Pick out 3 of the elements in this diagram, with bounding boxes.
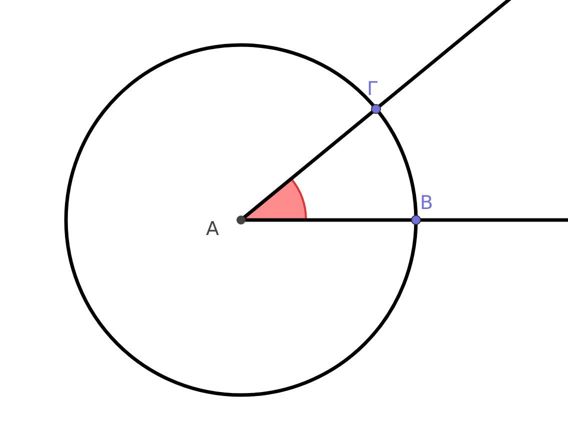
- point-label: Γ: [367, 80, 378, 99]
- point-label: B: [420, 194, 434, 213]
- point-label: A: [206, 220, 219, 239]
